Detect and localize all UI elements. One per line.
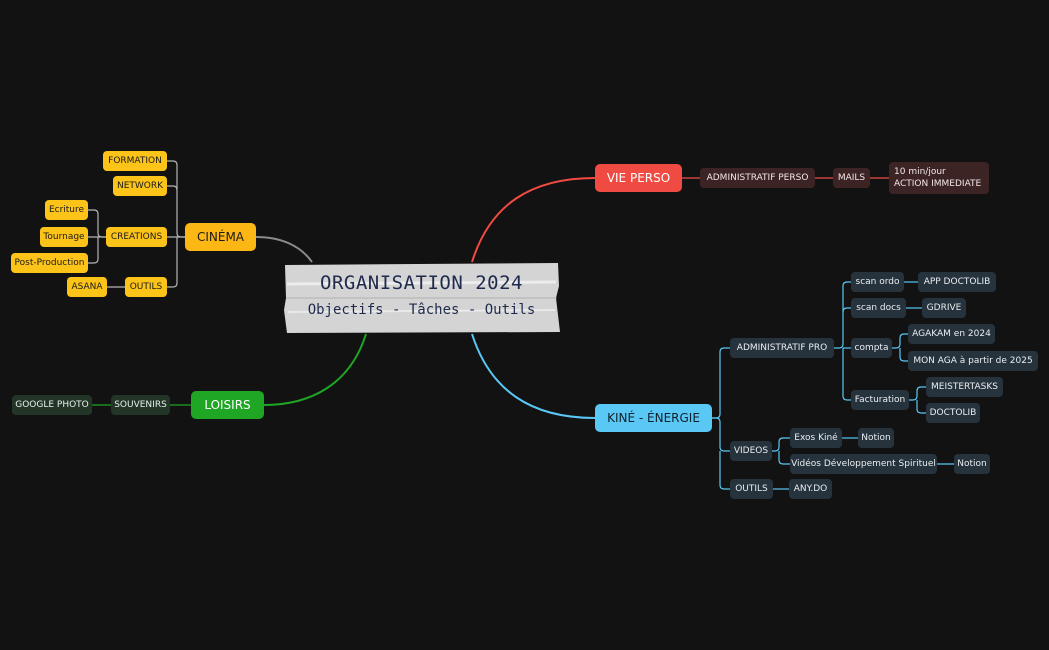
topic-mon-aga[interactable]: MON AGA à partir de 2025: [908, 351, 1038, 371]
link-cinema-outils: [167, 237, 178, 288]
topic-compta[interactable]: compta: [851, 338, 892, 358]
topic-exos-kine[interactable]: Exos Kiné: [790, 428, 842, 448]
topic-notion-spirituel[interactable]: Notion: [954, 454, 990, 474]
link-videos-exos: [772, 437, 790, 452]
topic-notion-exos[interactable]: Notion: [858, 428, 894, 448]
link-central-loisirs: [263, 333, 367, 406]
topic-post-production[interactable]: Post-Production: [11, 253, 88, 273]
link-compta-agakam: [892, 333, 908, 349]
topic-meistertasks[interactable]: MEISTERTASKS: [926, 377, 1003, 397]
topic-cinema[interactable]: CINÉMA: [185, 223, 256, 251]
link-admin-facturation: [842, 348, 851, 401]
link-creations-ecriture: [88, 209, 106, 238]
topic-outils-cinema[interactable]: OUTILS: [125, 277, 167, 297]
topic-formation[interactable]: FORMATION: [103, 151, 167, 171]
topic-creations[interactable]: CREATIONS: [106, 227, 167, 247]
topic-google-photo[interactable]: GOOGLE PHOTO: [12, 395, 92, 415]
link-videos-spirit: [778, 451, 790, 465]
link-kine-outils: [719, 451, 730, 490]
topic-asana[interactable]: ASANA: [67, 277, 107, 297]
topic-agakam[interactable]: AGAKAM en 2024: [908, 324, 995, 344]
topic-administratif-pro[interactable]: ADMINISTRATIF PRO: [730, 338, 834, 358]
central-paper-background: [284, 263, 560, 333]
central-subtitle: Objectifs - Tâches - Outils: [307, 302, 536, 318]
topic-scan-docs[interactable]: scan docs: [851, 298, 906, 318]
link-compta-mon-aga: [899, 348, 908, 362]
link-central-cinema: [255, 236, 313, 263]
topic-kine-energie[interactable]: KINÉ - ÉNERGIE: [595, 404, 712, 432]
note-line-2: ACTION IMMEDIATE: [894, 179, 982, 189]
topic-facturation[interactable]: Facturation: [851, 390, 909, 410]
topic-ecriture[interactable]: Ecriture: [45, 200, 88, 220]
topic-gdrive[interactable]: GDRIVE: [922, 298, 966, 318]
topic-videos[interactable]: VIDEOS: [730, 441, 772, 461]
central-topic[interactable]: ORGANISATION 2024 Objectifs - Tâches - O…: [283, 262, 560, 334]
note-line-1: 10 min/jour: [894, 167, 946, 177]
link-kine-admin: [712, 347, 730, 419]
link-creations-post: [88, 237, 99, 264]
central-title: ORGANISATION 2024: [320, 272, 523, 294]
link-cinema-formation: [167, 160, 185, 238]
topic-vie-perso[interactable]: VIE PERSO: [595, 164, 682, 192]
topic-videos-spirituel[interactable]: Vidéos Développement Spirituel: [790, 454, 937, 474]
link-admin-scan-docs: [842, 307, 851, 313]
topic-loisirs[interactable]: LOISIRS: [191, 391, 264, 419]
topic-any-do[interactable]: ANY.DO: [789, 479, 832, 499]
link-central-vie-perso: [471, 177, 596, 263]
topic-network[interactable]: NETWORK: [113, 176, 167, 196]
topic-tournage[interactable]: Tournage: [40, 227, 88, 247]
link-admin-scan-ordo: [834, 281, 851, 349]
topic-mails[interactable]: MAILS: [833, 168, 870, 188]
topic-app-doctolib[interactable]: APP DOCTOLIB: [918, 272, 996, 292]
link-central-kine: [471, 333, 596, 419]
link-kine-videos: [712, 417, 730, 452]
topic-doctolib[interactable]: DOCTOLIB: [926, 403, 980, 423]
link-fact-meister: [909, 386, 926, 401]
topic-scan-ordo[interactable]: scan ordo: [851, 272, 904, 292]
link-cinema-network: [167, 185, 178, 191]
topic-souvenirs[interactable]: SOUVENIRS: [111, 395, 170, 415]
link-fact-doctolib: [916, 400, 926, 414]
topic-mails-note[interactable]: 10 min/jour ACTION IMMEDIATE: [889, 162, 989, 194]
topic-outils-kine[interactable]: OUTILS: [730, 479, 773, 499]
topic-administratif-perso[interactable]: ADMINISTRATIF PERSO: [700, 168, 815, 188]
